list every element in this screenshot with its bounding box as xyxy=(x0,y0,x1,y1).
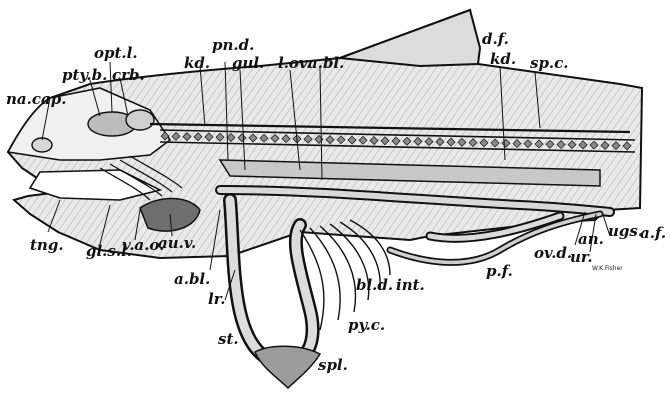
label-lr: lr. xyxy=(208,290,225,308)
label-st: st. xyxy=(218,330,239,348)
label-ur: ur. xyxy=(570,248,593,266)
label-d-f: d.f. xyxy=(482,30,509,48)
label-a-f: a.f. xyxy=(640,224,666,242)
label-an: an. xyxy=(578,230,604,248)
label-sp-c: sp.c. xyxy=(530,54,569,72)
artist-credit: W.K.Fisher xyxy=(592,265,623,272)
label-p-f: p.f. xyxy=(486,262,513,280)
label-na-cap: na.cap. xyxy=(6,90,66,108)
dorsal-fin xyxy=(340,10,480,66)
label-bl-d: bl.d. xyxy=(356,276,393,294)
brain-cerebellum xyxy=(126,110,154,130)
label-py-c: py.c. xyxy=(348,316,385,334)
label-a-bl-top: a.bl. xyxy=(308,54,344,72)
label-int: int. xyxy=(396,276,425,294)
label-pty-b: pty.b. xyxy=(62,66,107,84)
label-opt-l: opt.l. xyxy=(94,44,138,62)
label-tng: tng. xyxy=(30,236,64,254)
label-ov-d: ov.d. xyxy=(534,244,572,262)
label-gul: gul. xyxy=(232,54,264,72)
nasal-capsule xyxy=(32,138,52,152)
label-kd-rear: kd. xyxy=(490,50,516,68)
label-crb: crb. xyxy=(112,66,145,84)
label-a-bl-low: a.bl. xyxy=(174,270,210,288)
label-kd-front: kd. xyxy=(184,54,210,72)
label-spl: spl. xyxy=(318,356,348,374)
label-l-ov: l.ov. xyxy=(278,54,311,72)
label-au-v: au.v. xyxy=(158,234,196,252)
label-ugs: ugs. xyxy=(608,222,643,240)
spleen xyxy=(255,346,320,388)
label-pn-d: pn.d. xyxy=(212,36,254,54)
